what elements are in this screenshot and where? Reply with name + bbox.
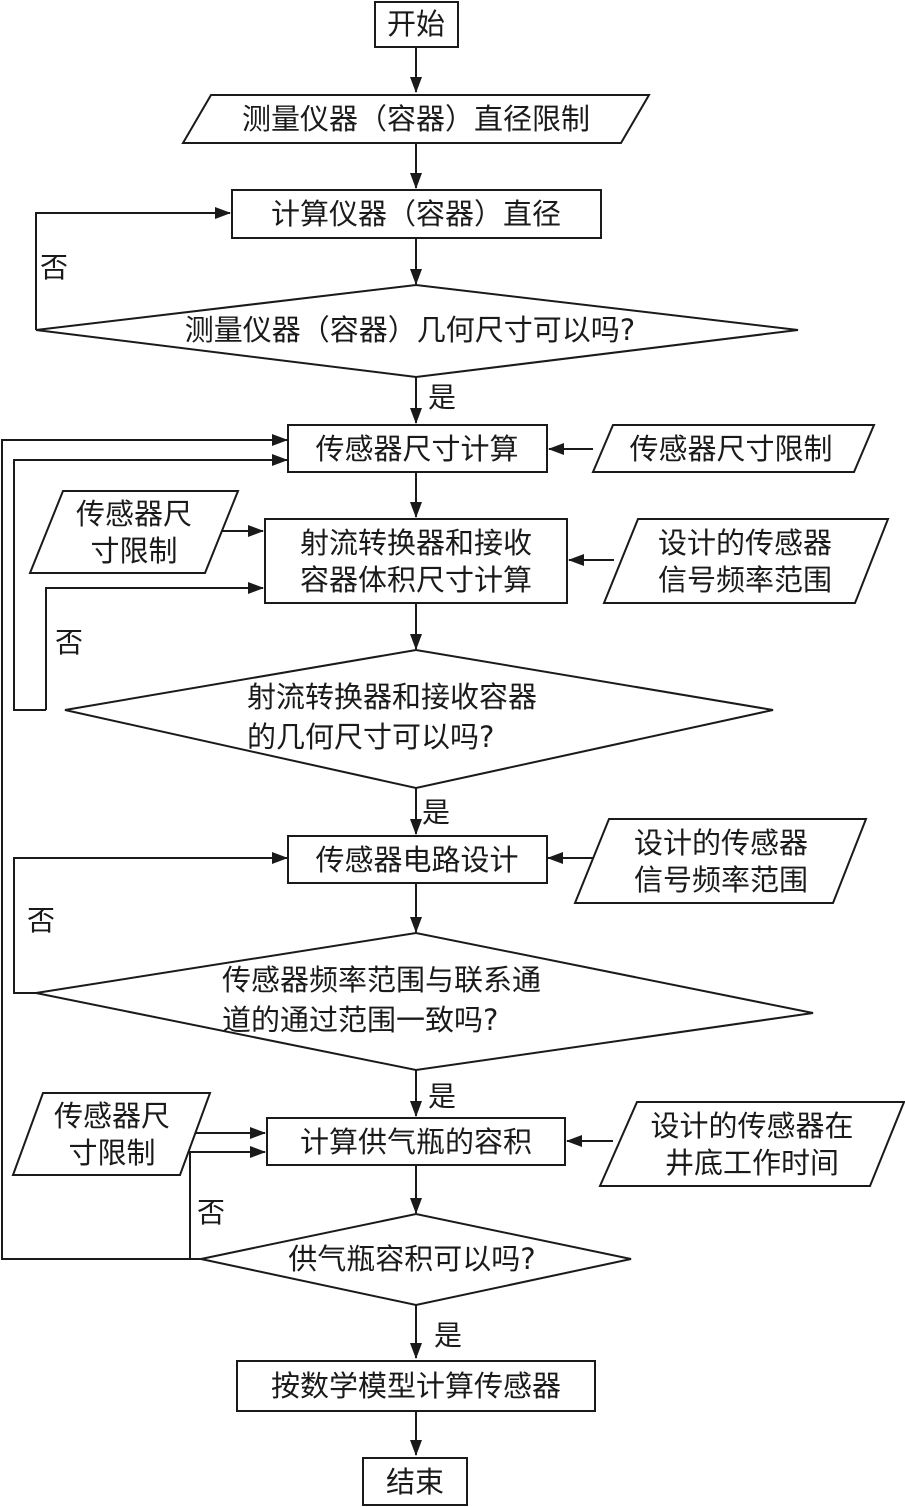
edge-decision1-no-loop [35,207,231,330]
input-sensor-size-limit-label: 传感器尺寸限制 [629,432,832,466]
start-node [374,1,459,48]
label-no-4: 否 [197,1196,225,1229]
end-label: 结束 [386,1465,444,1499]
decision-instrument-size-label: 测量仪器（容器）几何尺寸可以吗? [185,313,635,347]
calc-by-model-label: 按数学模型计算传感器 [271,1369,561,1403]
calc-jet-converter-volume-line2: 容器体积尺寸计算 [300,563,532,597]
input-downhole-time [598,1101,905,1187]
calc-gas-cylinder-volume [266,1117,566,1166]
label-yes-4: 是 [434,1319,462,1352]
label-no-3: 否 [27,904,55,937]
input-signal-freq-range-2-line2: 信号频率范围 [634,863,808,897]
decision-cylinder-volume-label: 供气瓶容积可以吗? [288,1242,535,1276]
sensor-circuit-design-label: 传感器电路设计 [315,843,518,877]
input-sensor-size-limit-2 [28,490,240,574]
input-signal-freq-range-2 [573,818,868,904]
decision-instrument-size [35,283,799,379]
input-instrument-diameter-limit [181,94,651,144]
edge-decision2-no-to-sensor-size [13,454,288,711]
input-sensor-size-limit-3 [11,1092,212,1176]
decision-freq-range-line1: 传感器频率范围与联系通 [222,963,541,997]
edge-decision4-no-to-sensor-size [1,434,288,1260]
input-downhole-time-line1: 设计的传感器在 [650,1109,853,1143]
label-no-2: 否 [55,626,83,659]
start-label: 开始 [387,7,445,41]
calc-sensor-size [287,424,548,473]
calc-sensor-size-label: 传感器尺寸计算 [315,432,518,466]
input-signal-freq-range [602,518,890,604]
sensor-circuit-design [287,835,548,884]
label-yes-2: 是 [422,796,450,829]
input-signal-freq-range-line2: 信号频率范围 [658,563,832,597]
connectors [1,47,614,1456]
label-no-1: 否 [40,251,68,284]
decision-jet-converter-size-line1: 射流转换器和接收容器 [247,680,537,714]
decision-freq-range-line2: 道的通过范围一致吗? [222,1003,498,1037]
calc-jet-converter-volume [264,518,568,604]
shapes: 开始 测量仪器（容器）直径限制 计算仪器（容器）直径 测量仪器（容器）几何尺寸可… [11,1,905,1506]
edge-decision4-no-loop [189,1146,266,1260]
calc-jet-converter-volume-line1: 射流转换器和接收 [300,526,532,560]
decision-jet-converter-size [64,648,774,790]
input-signal-freq-range-line1: 设计的传感器 [658,526,832,560]
input-sensor-size-limit-3-line2: 寸限制 [68,1136,155,1170]
input-signal-freq-range-2-line1: 设计的传感器 [634,826,808,860]
calc-gas-cylinder-volume-label: 计算供气瓶的容积 [300,1125,532,1159]
input-sensor-size-limit-3-line1: 传感器尺 [54,1099,170,1133]
calc-instrument-diameter [231,189,602,239]
input-instrument-diameter-limit-label: 测量仪器（容器）直径限制 [242,102,590,136]
end-node [362,1457,468,1506]
calc-instrument-diameter-label: 计算仪器（容器）直径 [271,197,561,231]
input-sensor-size-limit-2-line2: 寸限制 [90,534,177,568]
input-sensor-size-limit-2-line1: 传感器尺 [76,497,192,531]
edge-decision2-no-loop [45,582,264,710]
input-downhole-time-line2: 井底工作时间 [665,1146,839,1180]
calc-by-model [236,1360,596,1412]
decision-cylinder-volume [200,1212,632,1307]
input-sensor-size-limit [591,424,876,473]
edge-labels: 否 是 否 是 否 是 否 是 [27,251,462,1352]
decision-freq-range [35,931,814,1072]
label-yes-1: 是 [428,381,456,414]
decision-jet-converter-size-line2: 的几何尺寸可以吗? [247,720,494,754]
edge-decision3-no-loop [13,852,288,994]
label-yes-3: 是 [428,1080,456,1113]
